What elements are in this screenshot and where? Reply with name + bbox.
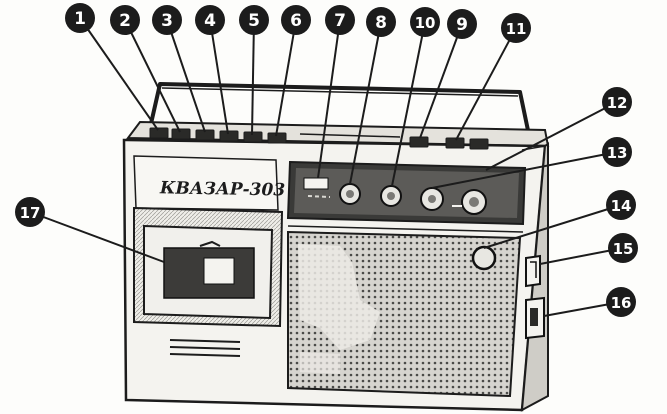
callout-number: 2 — [119, 11, 131, 31]
callout-number: 5 — [248, 11, 260, 31]
control-panel — [286, 160, 527, 226]
cassette-compartment — [133, 206, 284, 328]
callout-badge-circle — [366, 7, 396, 37]
brand-label: КВАЗАР-303 — [159, 178, 286, 200]
speaker-indicator-shape — [471, 245, 497, 271]
callout-3: 3 — [152, 5, 182, 35]
callout-badge-circle — [15, 197, 45, 227]
callout-12: 12 — [602, 87, 632, 117]
callout-number: 9 — [456, 15, 468, 35]
callout-badge-circle — [602, 137, 632, 167]
callout-badge-circle — [410, 7, 440, 37]
callout-2: 2 — [110, 5, 140, 35]
callout-badge-circle — [281, 5, 311, 35]
callout-badge-circle — [195, 5, 225, 35]
callout-14: 14 — [606, 190, 636, 220]
key-1-shape — [149, 127, 169, 139]
keys-row — [149, 127, 489, 150]
callout-15: 15 — [608, 233, 638, 263]
callout-number: 8 — [375, 13, 387, 33]
callout-badge-circle — [65, 3, 95, 33]
callout-badge-circle — [152, 5, 182, 35]
callout-badge-circle — [325, 5, 355, 35]
callout-number: 3 — [161, 11, 173, 31]
callout-number: 4 — [204, 11, 216, 31]
side-connectors — [525, 254, 545, 340]
callout-number: 10 — [415, 14, 436, 32]
callout-17: 17 — [15, 197, 45, 227]
side-jack-shape — [525, 254, 541, 288]
key-11-shape — [445, 137, 465, 149]
callout-10: 10 — [410, 7, 440, 37]
callout-4: 4 — [195, 5, 225, 35]
key-10-shape — [409, 136, 429, 148]
callout-13: 13 — [602, 137, 632, 167]
callout-badge-circle — [239, 5, 269, 35]
callout-badge-circle — [110, 5, 140, 35]
callout-9: 9 — [447, 9, 477, 39]
label-panel: КВАЗАР-303 — [133, 155, 286, 211]
key-11b-shape — [469, 138, 489, 150]
callout-number: 15 — [613, 240, 634, 258]
callout-number: 14 — [611, 197, 632, 215]
callout-badge-circle — [447, 9, 477, 39]
key-4-shape — [219, 130, 239, 142]
callout-number: 17 — [20, 204, 41, 222]
callout-number: 6 — [290, 11, 302, 31]
leader-lines — [29, 17, 624, 317]
callout-number: 16 — [611, 294, 632, 312]
speaker-grille — [287, 230, 522, 398]
callout-1: 1 — [65, 3, 95, 33]
callout-badge-circle — [606, 190, 636, 220]
key-2-shape — [171, 128, 191, 140]
callout-number: 11 — [506, 20, 527, 38]
callout-11: 11 — [501, 13, 531, 43]
callout-5: 5 — [239, 5, 269, 35]
callout-badge-circle — [606, 287, 636, 317]
callout-7: 7 — [325, 5, 355, 35]
callout-badge-circle — [501, 13, 531, 43]
callout-number: 7 — [334, 11, 346, 31]
callout-6: 6 — [281, 5, 311, 35]
callout-8: 8 — [366, 7, 396, 37]
callout-number: 13 — [607, 144, 628, 162]
callout-16: 16 — [606, 287, 636, 317]
callout-badge-circle — [608, 233, 638, 263]
vent-slots — [169, 339, 241, 357]
callout-number: 12 — [607, 94, 628, 112]
callout-badge-circle — [602, 87, 632, 117]
band-switch-shape — [303, 177, 329, 190]
callout-number: 1 — [74, 9, 86, 29]
